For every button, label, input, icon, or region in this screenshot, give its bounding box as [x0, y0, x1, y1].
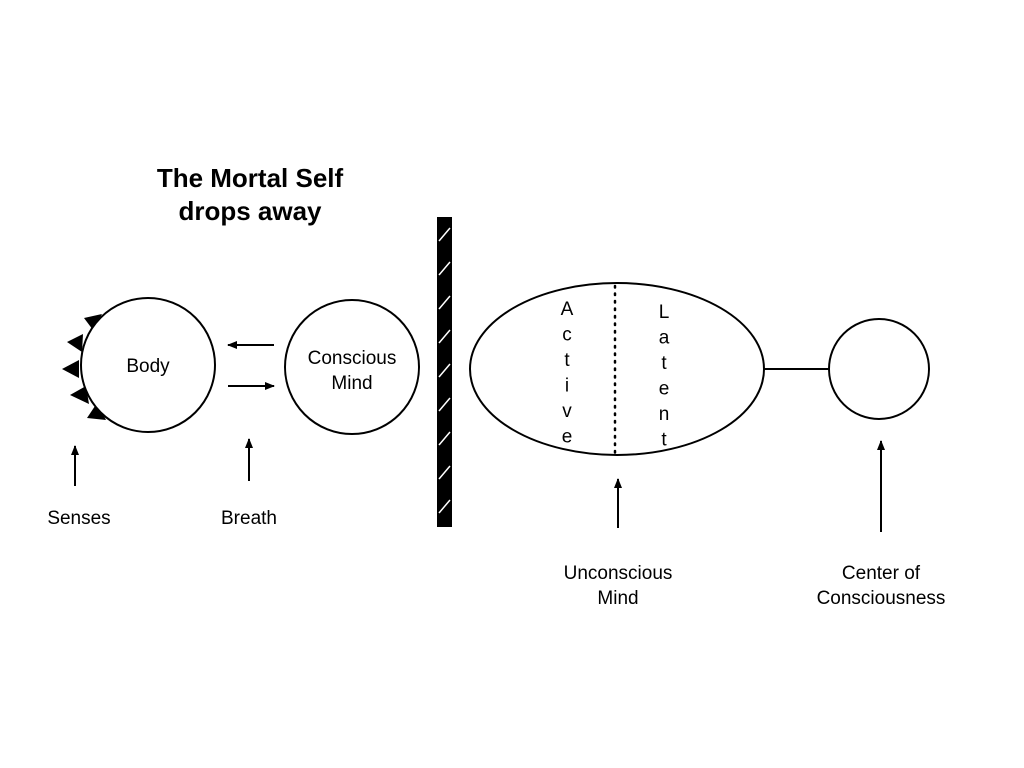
active-letter: A: [561, 299, 574, 320]
active-letter: e: [562, 427, 573, 448]
latent-letter: e: [659, 379, 670, 400]
senses-label: Senses: [47, 508, 110, 529]
center-of-consciousness-circle: [828, 318, 930, 420]
latent-letter: L: [659, 302, 670, 323]
active-letter: i: [565, 376, 569, 397]
center-of-consciousness-label-line2: Consciousness: [817, 588, 946, 609]
body-circle: [80, 297, 216, 433]
latent-letter: t: [661, 353, 667, 374]
unconscious-mind-ellipse: [469, 282, 765, 456]
breath-label: Breath: [221, 508, 277, 529]
diagram-title-line2: drops away: [178, 196, 322, 226]
barrier-wall: [437, 217, 452, 527]
latent-letter: a: [659, 328, 670, 349]
senses-spikes: [62, 314, 106, 420]
active-letter: v: [562, 401, 572, 422]
latent-letter: t: [661, 430, 667, 451]
unconscious-mind-label-line2: Mind: [597, 588, 638, 609]
active-letter: c: [562, 325, 572, 346]
body-label: Body: [126, 356, 170, 377]
conscious-mind-label-line2: Mind: [331, 373, 372, 394]
latent-letter: n: [659, 404, 670, 425]
conscious-mind-circle: [284, 299, 420, 435]
center-of-consciousness-label-line1: Center of: [842, 563, 921, 584]
diagram-title-line1: The Mortal Self: [157, 163, 344, 193]
active-letter: t: [564, 350, 570, 371]
unconscious-mind-label-line1: Unconscious: [564, 563, 673, 584]
conscious-mind-label-line1: Conscious: [308, 348, 397, 369]
